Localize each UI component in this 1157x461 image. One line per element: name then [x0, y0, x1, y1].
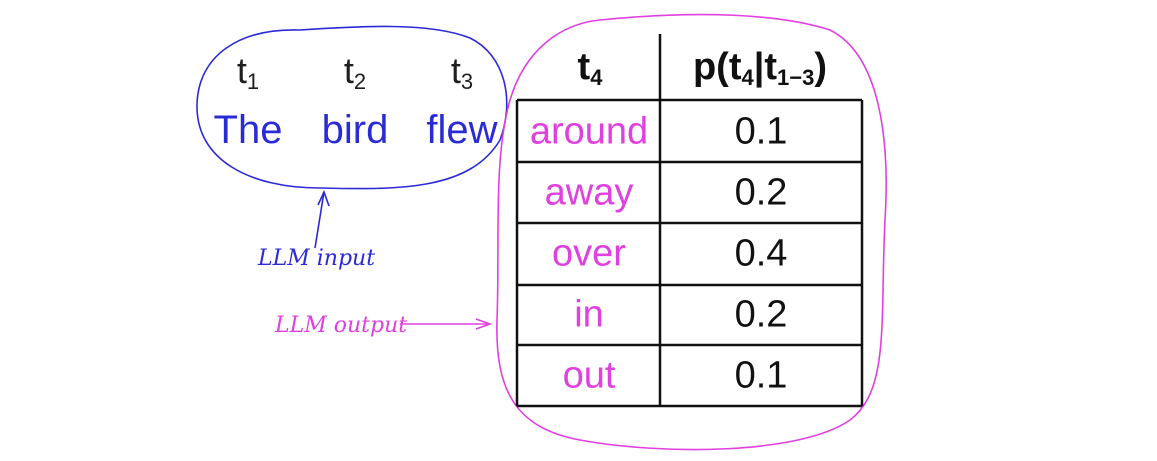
token-label-3: t3 — [450, 50, 474, 94]
probability-cell: 0.1 — [734, 110, 788, 153]
probability-cell: 0.2 — [734, 293, 788, 336]
probability-cell: 0.4 — [734, 232, 788, 275]
output-token-cell: away — [544, 171, 634, 214]
token-word-1: The — [213, 108, 283, 152]
output-token-cell: over — [552, 232, 626, 275]
probability-cell: 0.1 — [734, 354, 788, 397]
token-word-2: bird — [321, 108, 389, 152]
input-loop — [196, 25, 508, 190]
token-label-1: t1 — [236, 50, 260, 94]
table-header-probability: p(t4|t1−3) — [692, 46, 828, 90]
llm-output-annotation: LLM output — [275, 313, 408, 338]
output-loop — [496, 13, 887, 451]
output-token-cell: in — [574, 293, 604, 336]
input-arrowhead — [317, 189, 330, 207]
token-label-2: t2 — [343, 50, 367, 94]
probability-table-grid — [515, 34, 864, 408]
output-token-cell: out — [562, 354, 616, 397]
probability-cell: 0.2 — [734, 171, 788, 214]
output-token-cell: around — [529, 110, 649, 153]
llm-input-annotation: LLM input — [258, 246, 376, 271]
output-arrowhead — [475, 318, 493, 330]
table-header-token: t4 — [577, 46, 603, 90]
input-arrow — [314, 191, 325, 249]
token-word-3: flew — [426, 108, 498, 152]
